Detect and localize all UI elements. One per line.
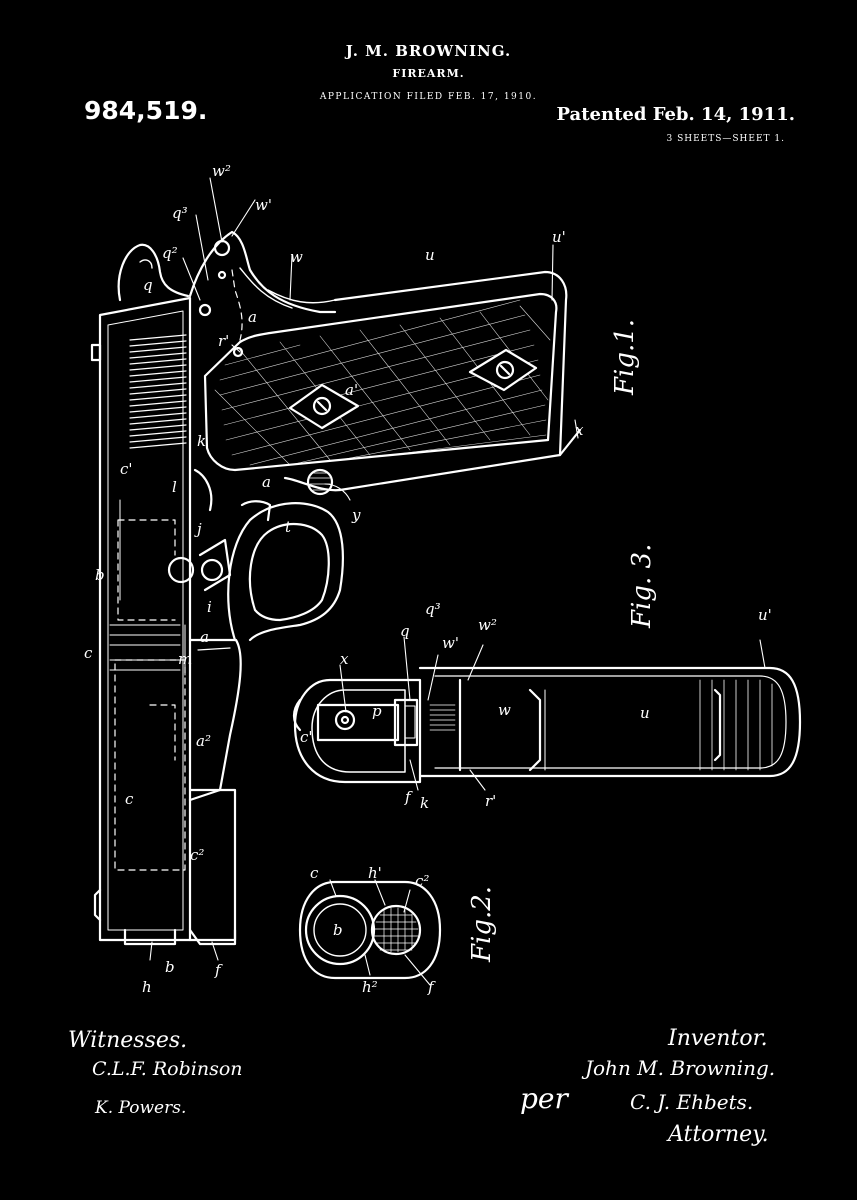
pistol-side-view — [90, 230, 582, 946]
ref-i: i — [207, 598, 212, 616]
ref-r-fig3: r' — [485, 792, 496, 810]
invention-title: FIREARM. — [392, 67, 465, 80]
ref-x-fig3: x — [340, 650, 349, 668]
witness-signature-1: C.L.F. Robinson — [92, 1058, 243, 1080]
ref-b: b — [95, 566, 105, 584]
ref-cp: c' — [120, 460, 133, 478]
ref-a-top: a — [248, 308, 257, 326]
ref-h2-fig2: h² — [362, 978, 378, 996]
ref-k: k — [197, 432, 206, 450]
ref-q3: q³ — [172, 204, 188, 222]
ref-up-fig3: u' — [758, 606, 772, 624]
ref-wp: w' — [255, 196, 272, 214]
patent-date: Patented Feb. 14, 1911. — [556, 104, 796, 125]
ref-h: h — [142, 978, 152, 996]
ref-c-fig2: c — [310, 864, 319, 882]
ref-b-lower: b — [165, 958, 175, 976]
ref-w: w — [290, 248, 303, 266]
ref-aa: a — [200, 628, 209, 646]
ref-t: t — [285, 518, 292, 536]
ref-c2-fig2: c² — [415, 872, 429, 890]
ref-q3-fig3: q³ — [425, 600, 441, 618]
muzzle-end-view — [298, 880, 442, 980]
ref-p-fig3: p — [372, 702, 382, 720]
ref-q-fig3: q — [400, 622, 410, 640]
witness-signature-2: K. Powers. — [95, 1098, 187, 1118]
ref-q: q — [143, 276, 153, 294]
ref-wp-fig3: w' — [442, 634, 459, 652]
inventor-signature: John M. Browning. — [585, 1056, 776, 1080]
ref-y: y — [351, 506, 361, 524]
ref-w-fig3: w — [498, 701, 511, 719]
ref-k-fig3: k — [420, 794, 429, 812]
ref-c2: c² — [190, 846, 204, 864]
agent-signature: C. J. Ehbets. — [630, 1090, 754, 1114]
ref-q2: q² — [162, 244, 178, 262]
ref-ap: a' — [345, 381, 358, 399]
reference-leaders — [149, 177, 766, 986]
ref-w2: w² — [212, 162, 231, 180]
ref-h1-fig2: h' — [368, 864, 382, 882]
sheet-count: 3 SHEETS—SHEET 1. — [666, 134, 785, 144]
inventor-label: Inventor. — [668, 1026, 768, 1051]
ref-c-upper: c — [84, 644, 93, 662]
ref-cp-fig3: c' — [300, 728, 313, 746]
ref-b-fig2: b — [333, 921, 343, 939]
fig2-label: Fig.2. — [467, 886, 497, 963]
inventor-name-header: J. M. BROWNING. — [345, 42, 512, 60]
pistol-rear-view — [292, 666, 802, 784]
ref-up: u' — [552, 228, 566, 246]
ref-x: x — [575, 421, 584, 439]
ref-c-lower: c — [125, 790, 134, 808]
attorney-label: Attorney. — [668, 1122, 769, 1147]
application-filed-line: APPLICATION FILED FEB. 17, 1910. — [319, 92, 538, 102]
ref-f-fig3: f — [404, 788, 413, 806]
patent-number: 984,519. — [84, 96, 208, 125]
ref-a2: a² — [196, 732, 211, 750]
per-label: per — [520, 1082, 568, 1115]
ref-m: m — [178, 650, 192, 668]
ref-u-fig3: u — [640, 704, 650, 722]
ref-f: f — [214, 961, 223, 979]
ref-j: j — [194, 520, 202, 538]
ref-a-mid: a — [262, 473, 271, 491]
witnesses-label: Witnesses. — [68, 1028, 188, 1053]
ref-l: l — [172, 478, 177, 496]
ref-f-fig2: f — [427, 978, 436, 996]
fig3-label: Fig. 3. — [627, 544, 657, 629]
ref-r: r' — [218, 332, 229, 350]
ref-w2-fig3: w² — [478, 616, 497, 634]
fig1-label: Fig.1. — [610, 319, 640, 396]
ref-u: u — [425, 246, 435, 264]
